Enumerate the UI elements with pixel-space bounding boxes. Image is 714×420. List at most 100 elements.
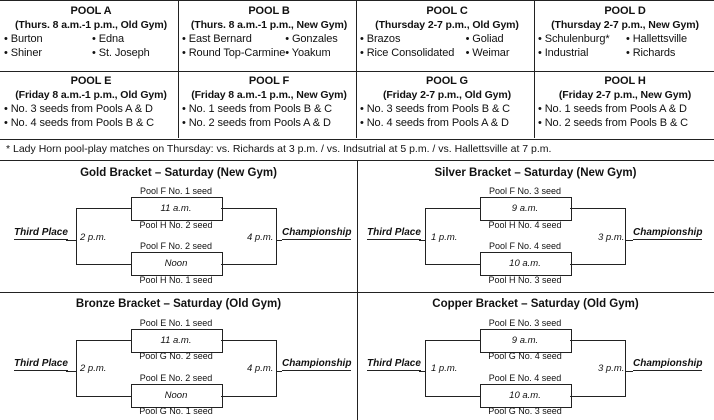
game-time: 11 a.m. — [160, 203, 192, 214]
championship-label: Championship — [282, 358, 352, 371]
pools-grid: POOL A (Thurs. 8 a.m.-1 p.m., Old Gym) •… — [0, 0, 714, 141]
third-place-connector — [76, 208, 132, 265]
bracket-title: Bronze Bracket – Saturday (Old Gym) — [75, 298, 282, 310]
game-time: 11 a.m. — [160, 335, 192, 346]
pool-name: POOL A — [70, 5, 112, 17]
team: • Weimar — [465, 47, 510, 59]
game-time: 10 a.m. — [509, 390, 541, 401]
connector — [625, 371, 633, 372]
team: • No. 2 seeds from Pools A & D — [182, 117, 331, 129]
seed-label: Pool G No. 2 seed — [139, 351, 213, 361]
team: • No. 4 seeds from Pools A & D — [360, 117, 509, 129]
team: • Schulenburg* — [538, 33, 610, 45]
third-place-connector — [425, 340, 481, 397]
connector — [276, 371, 282, 372]
team: • Yoakum — [285, 47, 331, 59]
pool-b: POOL B (Thurs. 8 a.m.-1 p.m., New Gym) •… — [180, 4, 358, 60]
divider — [0, 292, 714, 293]
divider — [357, 160, 358, 420]
side-time: 3 p.m. — [598, 363, 625, 374]
match-box — [480, 197, 572, 221]
pool-name: POOL B — [248, 5, 290, 17]
seed-label: Pool H No. 1 seed — [139, 275, 213, 285]
divider — [0, 139, 714, 140]
bracket-title: Gold Bracket – Saturday (New Gym) — [80, 167, 277, 179]
pool-time: (Friday 2-7 p.m., New Gym) — [558, 89, 692, 101]
connector — [625, 240, 633, 241]
pool-name: POOL C — [426, 5, 468, 17]
side-time: 2 p.m. — [80, 232, 107, 243]
bracket-title: Silver Bracket – Saturday (New Gym) — [434, 167, 637, 179]
divider — [178, 1, 179, 138]
side-time: 2 p.m. — [80, 363, 107, 374]
seed-label: Pool H No. 4 seed — [488, 220, 562, 230]
bracket-title: Copper Bracket – Saturday (Old Gym) — [432, 298, 639, 310]
team: • Industrial — [538, 47, 589, 59]
team: • Edna — [92, 33, 124, 45]
seed-label: Pool F No. 4 seed — [488, 241, 562, 251]
seed-label: Pool E No. 1 seed — [139, 318, 213, 328]
pool-time: (Friday 2-7 p.m., Old Gym) — [382, 89, 512, 101]
side-time: 1 p.m. — [431, 232, 458, 243]
seed-label: Pool E No. 2 seed — [139, 373, 213, 383]
connector — [419, 371, 425, 372]
pool-time: (Thursday 2-7 p.m., Old Gym) — [375, 19, 519, 31]
footnote: * Lady Horn pool-play matches on Thursda… — [6, 143, 552, 155]
pool-time: (Friday 8 a.m.-1 p.m., New Gym) — [191, 89, 347, 101]
divider — [356, 1, 357, 138]
side-time: 4 p.m. — [247, 232, 274, 243]
third-place-label: Third Place — [14, 358, 68, 371]
game-time: 9 a.m. — [511, 335, 539, 346]
third-place-connector — [76, 340, 132, 397]
connector — [66, 371, 76, 372]
divider — [0, 71, 714, 72]
pool-h: POOL H (Friday 2-7 p.m., New Gym) • No. … — [536, 74, 714, 130]
pool-f: POOL F (Friday 8 a.m.-1 p.m., New Gym) •… — [180, 74, 358, 130]
championship-label: Championship — [282, 227, 352, 240]
side-time: 4 p.m. — [247, 363, 274, 374]
side-time: 3 p.m. — [598, 232, 625, 243]
seed-label: Pool G No. 1 seed — [139, 406, 213, 416]
pool-teams: • No. 1 seeds from Pools A & D • No. 2 s… — [536, 102, 714, 130]
team: • Gonzales — [285, 33, 338, 45]
pool-name: POOL G — [426, 75, 468, 87]
team: • Brazos — [360, 33, 401, 45]
game-time: Noon — [164, 390, 188, 401]
team: • St. Joseph — [92, 47, 150, 59]
pool-teams: • No. 3 seeds from Pools B & C • No. 4 s… — [358, 102, 536, 130]
team: • No. 1 seeds from Pools A & D — [538, 103, 687, 115]
divider — [534, 1, 535, 138]
team: • Rice Consolidated — [360, 47, 455, 59]
pool-name: POOL F — [248, 75, 290, 87]
team: • Goliad — [465, 33, 504, 45]
team: • No. 2 seeds from Pools B & C — [538, 117, 689, 129]
match-box — [480, 329, 572, 353]
third-place-label: Third Place — [14, 227, 68, 240]
seed-label: Pool F No. 1 seed — [139, 186, 213, 196]
third-place-label: Third Place — [367, 358, 421, 371]
championship-connector — [221, 340, 277, 397]
pool-name: POOL D — [604, 5, 646, 17]
pool-e: POOL E (Friday 8 a.m.-1 p.m., Old Gym) •… — [2, 74, 180, 130]
pool-time: (Thursday 2-7 p.m., New Gym) — [551, 19, 699, 31]
game-time: 10 a.m. — [509, 258, 541, 269]
championship-label: Championship — [633, 358, 703, 371]
connector — [66, 240, 76, 241]
team: • No. 3 seeds from Pools A & D — [4, 103, 153, 115]
pool-teams: • No. 1 seeds from Pools B & C • No. 2 s… — [180, 102, 358, 130]
seed-label: Pool E No. 4 seed — [488, 373, 562, 383]
team: • No. 4 seeds from Pools B & C — [4, 117, 155, 129]
team: • Shiner — [4, 47, 42, 59]
championship-connector — [570, 208, 626, 265]
pool-teams: • Burton • Edna • Shiner • St. Joseph — [2, 32, 180, 60]
pool-a: POOL A (Thurs. 8 a.m.-1 p.m., Old Gym) •… — [2, 4, 180, 60]
match-box — [131, 329, 223, 353]
seed-label: Pool E No. 3 seed — [488, 318, 562, 328]
team: • No. 3 seeds from Pools B & C — [360, 103, 511, 115]
pool-teams: • Brazos • Goliad • Rice Consolidated • … — [358, 32, 536, 60]
match-box — [131, 197, 223, 221]
championship-connector — [221, 208, 277, 265]
championship-connector — [570, 340, 626, 397]
seed-label: Pool F No. 2 seed — [139, 241, 213, 251]
seed-label: Pool H No. 2 seed — [139, 220, 213, 230]
